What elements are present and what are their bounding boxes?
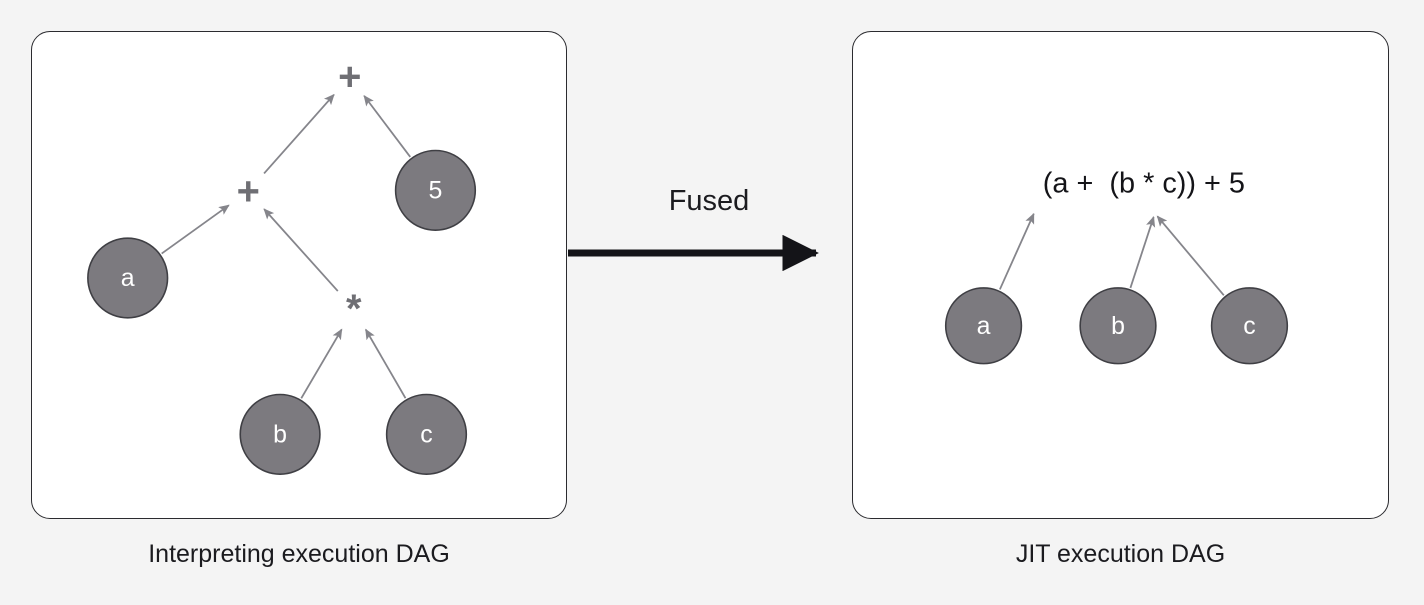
edge-group bbox=[161, 93, 411, 399]
node-circle[interactable] bbox=[394, 149, 477, 231]
dag-edge bbox=[999, 212, 1035, 290]
dag-edge bbox=[1156, 215, 1225, 296]
node-circle[interactable] bbox=[385, 393, 468, 475]
dag-node-a[interactable]: a bbox=[944, 287, 1023, 365]
node-label: 5 bbox=[429, 176, 443, 204]
dag-edge bbox=[363, 95, 411, 158]
dag-edge bbox=[364, 328, 407, 399]
dag-edge bbox=[300, 328, 343, 399]
node-label: b bbox=[273, 420, 287, 448]
edge-group bbox=[999, 212, 1225, 296]
jit-dag-caption: JIT execution DAG bbox=[1015, 540, 1226, 568]
dag-node-c[interactable]: c bbox=[385, 393, 468, 475]
fusion-transition: Fused bbox=[566, 185, 852, 285]
dag-edge bbox=[263, 93, 335, 175]
operator-plus-inner: + bbox=[237, 169, 260, 213]
fused-arrow-icon bbox=[568, 234, 819, 272]
node-label: b bbox=[1111, 312, 1125, 340]
fused-label: Fused bbox=[668, 185, 750, 217]
dag-edge bbox=[1129, 216, 1156, 289]
interpreting-dag-caption: Interpreting execution DAG bbox=[148, 540, 450, 568]
node-label: a bbox=[977, 312, 991, 340]
jit-dag-graph: a b c (a + (b * c)) + 5 bbox=[944, 167, 1289, 365]
interpreting-dag-panel: a 5 b c + + * bbox=[31, 31, 567, 519]
interpreting-dag-graph: a 5 b c + + * bbox=[87, 55, 477, 475]
node-label: c bbox=[420, 420, 432, 448]
node-circle[interactable] bbox=[1079, 287, 1157, 365]
operator-times: * bbox=[346, 287, 362, 331]
operator-plus-root: + bbox=[338, 55, 361, 99]
dag-edge bbox=[161, 204, 230, 255]
dag-node-5[interactable]: 5 bbox=[394, 149, 477, 231]
node-circle[interactable] bbox=[1210, 287, 1289, 365]
node-circle[interactable] bbox=[944, 287, 1023, 365]
dag-edge bbox=[263, 208, 339, 292]
node-group: a 5 b c bbox=[87, 149, 477, 475]
dag-node-b[interactable]: b bbox=[239, 393, 321, 475]
fused-expression-label: (a + (b * c)) + 5 bbox=[1043, 167, 1245, 199]
node-group: a b c bbox=[944, 287, 1289, 365]
node-label: c bbox=[1243, 312, 1255, 340]
dag-node-c[interactable]: c bbox=[1210, 287, 1289, 365]
operator-group: + + * bbox=[237, 55, 362, 331]
node-label: a bbox=[121, 264, 135, 292]
dag-node-a[interactable]: a bbox=[87, 237, 169, 319]
dag-node-b[interactable]: b bbox=[1079, 287, 1157, 365]
node-circle[interactable] bbox=[87, 237, 169, 319]
node-circle[interactable] bbox=[239, 393, 321, 475]
jit-dag-panel: a b c (a + (b * c)) + 5 bbox=[852, 31, 1389, 519]
